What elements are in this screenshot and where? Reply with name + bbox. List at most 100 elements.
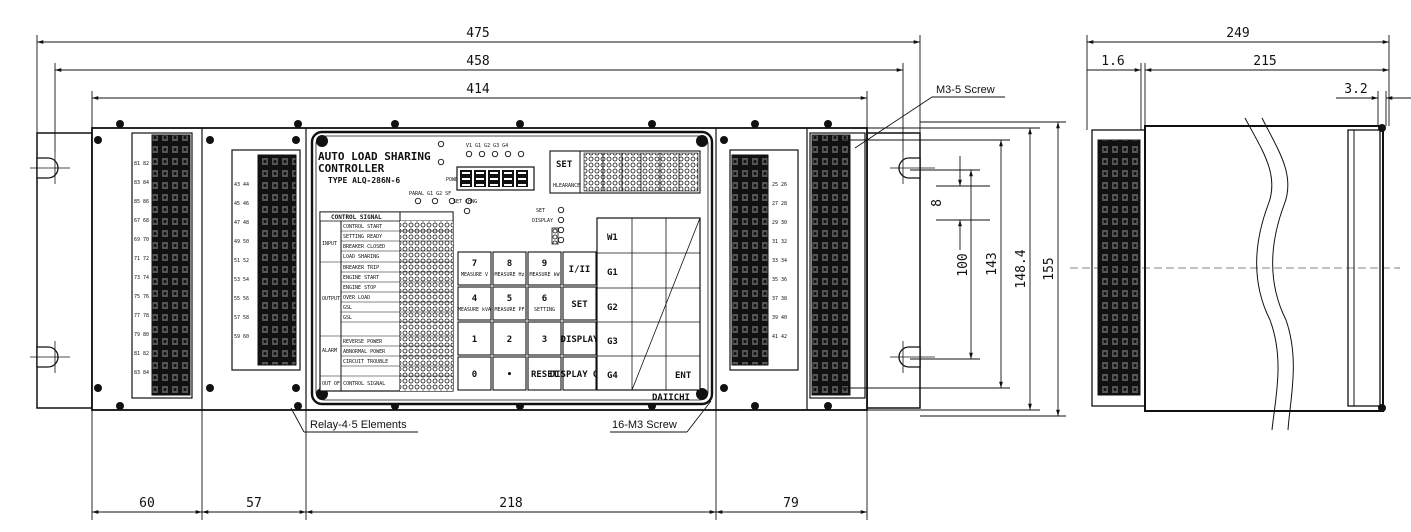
svg-text:G1: G1 xyxy=(607,268,618,278)
svg-text:35 36: 35 36 xyxy=(772,277,787,283)
svg-text:HLEARANCE: HLEARANCE xyxy=(553,183,580,189)
svg-text:25 26: 25 26 xyxy=(772,182,787,188)
controller-panel: AUTO LOAD SHARING CONTROLLER TYPE ALQ-28… xyxy=(310,130,714,406)
dim-57: 57 xyxy=(246,496,262,511)
dim-458: 458 xyxy=(466,54,489,69)
panel-type: TYPE ALQ-286N-6 xyxy=(328,176,400,185)
svg-text:83 84: 83 84 xyxy=(134,370,149,376)
key-sublabel: MEASURE PF xyxy=(494,307,524,313)
svg-text:SET CHNG: SET CHNG xyxy=(453,199,477,205)
svg-text:33 34: 33 34 xyxy=(772,258,787,264)
svg-text:59 60: 59 60 xyxy=(234,334,249,340)
dimension-texts: 475 458 414 60 57 218 79 8 100 143 148.4… xyxy=(139,26,1057,511)
key-button xyxy=(492,321,527,356)
key-label: 9 xyxy=(542,259,547,269)
svg-text:37 38: 37 38 xyxy=(772,296,787,302)
key-button xyxy=(562,321,597,356)
key-label: 3 xyxy=(542,335,547,345)
key-button xyxy=(457,356,492,391)
key-label: 2 xyxy=(507,335,512,345)
control-signal-table: CONTROL SIGNAL INPUT OUTPUT ALARM xyxy=(319,211,454,392)
key-button xyxy=(527,321,562,356)
led-indicators xyxy=(414,140,565,244)
terminal-block-3: 25 26 27 28 29 30 31 32 33 34 35 36 37 38 39… xyxy=(729,149,799,371)
key-sublabel: MEASURE Hz xyxy=(494,272,524,278)
dim-100: 100 xyxy=(956,253,971,276)
seven-segment-display xyxy=(456,166,535,191)
svg-text:43 44: 43 44 xyxy=(234,182,249,188)
side-dimension-texts: 249 1.6 215 3.2 xyxy=(1101,26,1367,97)
callout-relay-elements: Relay-4·5 Elements xyxy=(310,419,407,431)
key-label: • xyxy=(507,370,512,380)
svg-text:G2: G2 xyxy=(607,303,618,313)
svg-text:GSL: GSL xyxy=(343,315,352,321)
side-dimension-lines xyxy=(1086,35,1411,130)
svg-text:REVERSE POWER: REVERSE POWER xyxy=(343,339,383,345)
svg-text:OUT OF CONTROL SIGNAL: OUT OF CONTROL SIGNAL xyxy=(322,381,385,387)
dim-60: 60 xyxy=(139,496,155,511)
dim-8: 8 xyxy=(930,199,945,207)
key-sublabel: MEASURE kVA xyxy=(458,307,491,313)
dim-143: 143 xyxy=(985,252,1000,275)
svg-text:51 52: 51 52 xyxy=(234,258,249,264)
dim-218: 218 xyxy=(499,496,522,511)
group-input: INPUT xyxy=(322,241,337,247)
brand-label: DAIICHI xyxy=(652,393,690,403)
key-button xyxy=(492,251,527,286)
svg-text:75 76: 75 76 xyxy=(134,294,149,300)
generator-table: W1 G1 G2 G3 G4 ENT xyxy=(596,217,701,391)
key-label: DISPLAY xyxy=(561,335,600,345)
svg-text:W1: W1 xyxy=(607,233,618,243)
svg-text:77 78: 77 78 xyxy=(134,313,149,319)
svg-text:G3: G3 xyxy=(607,337,618,347)
svg-text:V1 G1 G2 G3 G4: V1 G1 G2 G3 G4 xyxy=(466,143,508,149)
dim-1-6: 1.6 xyxy=(1101,54,1124,69)
dim-414: 414 xyxy=(466,82,490,97)
key-button xyxy=(492,356,527,391)
key-button xyxy=(527,286,562,321)
svg-text:71 72: 71 72 xyxy=(134,256,149,262)
group-alarm: ALARM xyxy=(322,348,337,354)
group-output: OUTPUT xyxy=(322,296,340,302)
dim-155: 155 xyxy=(1042,257,1057,280)
key-button xyxy=(457,251,492,286)
svg-text:81 82: 81 82 xyxy=(134,161,149,167)
svg-text:53 54: 53 54 xyxy=(234,277,249,283)
svg-text:83 84: 83 84 xyxy=(134,180,149,186)
svg-text:57 58: 57 58 xyxy=(234,315,249,321)
svg-text:ENT: ENT xyxy=(675,371,692,381)
svg-text:45 46: 45 46 xyxy=(234,201,249,207)
svg-text:CONTROL START: CONTROL START xyxy=(343,224,382,230)
svg-text:27 28: 27 28 xyxy=(772,201,787,207)
svg-text:31 32: 31 32 xyxy=(772,239,787,245)
set-label: SET xyxy=(556,160,573,170)
svg-text:67 68: 67 68 xyxy=(134,218,149,224)
svg-text:G4: G4 xyxy=(607,371,618,381)
key-button xyxy=(457,321,492,356)
svg-text:41 42: 41 42 xyxy=(772,334,787,340)
key-label: 8 xyxy=(507,259,512,269)
svg-text:81 82: 81 82 xyxy=(134,351,149,357)
svg-text:39 40: 39 40 xyxy=(772,315,787,321)
set-indicator-grid: SET HLEARANCE xyxy=(549,150,701,194)
svg-text:29 30: 29 30 xyxy=(772,220,787,226)
dim-249: 249 xyxy=(1226,26,1249,41)
key-label: 4 xyxy=(472,294,478,304)
svg-text:BREAKER CLOSED: BREAKER CLOSED xyxy=(343,244,385,250)
key-label: 6 xyxy=(542,294,547,304)
svg-text:BREAKER TRIP: BREAKER TRIP xyxy=(343,265,379,271)
key-label: I/II xyxy=(569,265,591,275)
svg-text:79 80: 79 80 xyxy=(134,332,149,338)
svg-text:LOAD SHARING: LOAD SHARING xyxy=(343,254,379,260)
callout-16-m3-screw: 16-M3 Screw xyxy=(612,419,677,431)
dim-215: 215 xyxy=(1253,54,1276,69)
key-button xyxy=(457,286,492,321)
key-button xyxy=(562,251,597,286)
key-label: SET xyxy=(571,300,588,310)
key-label: 5 xyxy=(507,294,512,304)
dimension-lines xyxy=(36,35,1066,520)
dim-475: 475 xyxy=(466,26,489,41)
key-button xyxy=(562,286,597,321)
